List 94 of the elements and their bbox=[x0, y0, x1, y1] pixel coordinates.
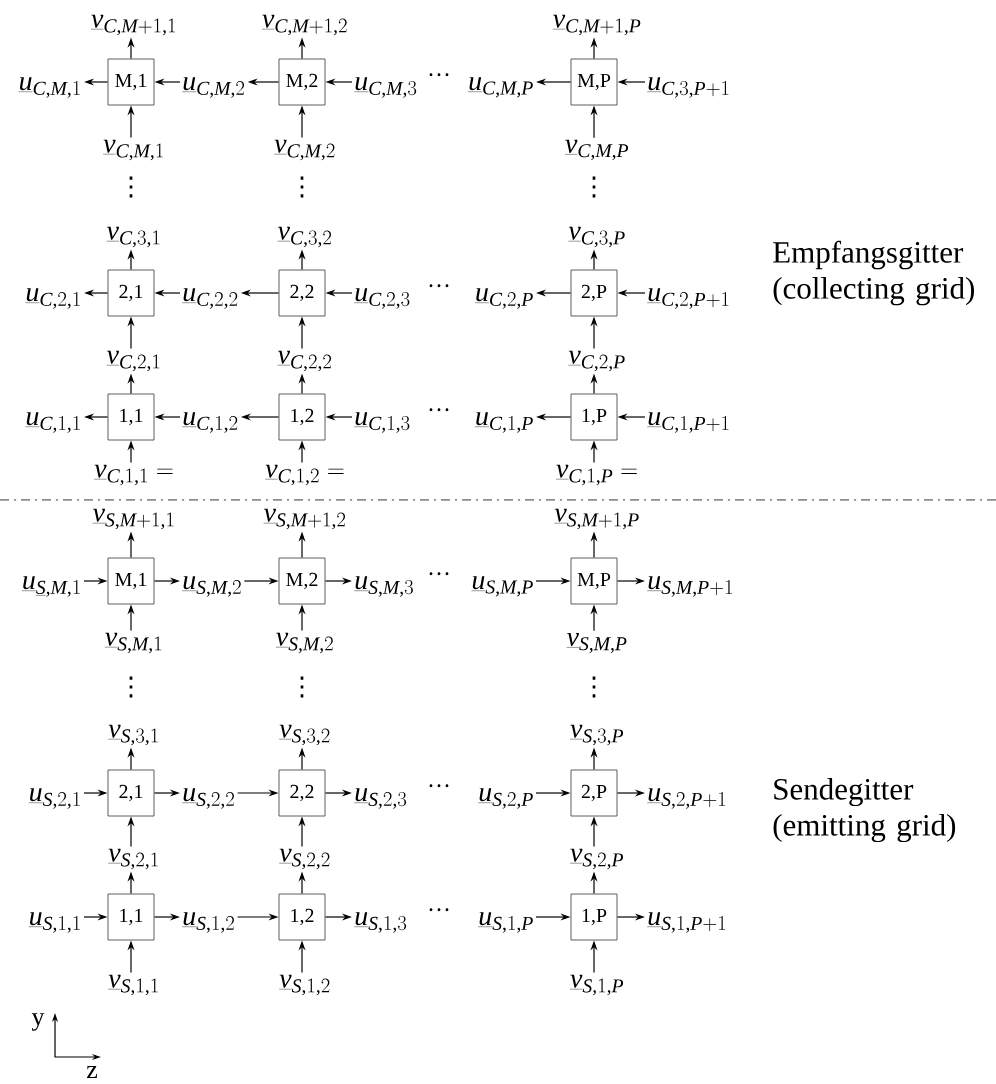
formula-label: $\underline{u}_{S,1,P+1}$ bbox=[647, 912, 726, 933]
formula-label: $\underline{v}_{C,3,P}$ bbox=[568, 226, 625, 248]
formula-label: $\underline{v}_{S,2,P}$ bbox=[570, 848, 623, 870]
grid-cell-box: M,P bbox=[570, 58, 618, 106]
ellipsis: ··· bbox=[429, 908, 449, 912]
formula-label: $\underline{u}_{S,2,P+1}$ bbox=[647, 788, 726, 809]
formula-label: $\underline{v}_{C,M,2}$ bbox=[274, 139, 335, 161]
formula-label: $\underline{v}_{S,M,P}$ bbox=[566, 632, 627, 654]
formula-label: $\underline{v}_{C,M+1,1}$ bbox=[90, 14, 175, 36]
formula-label: $\underline{u}_{C,2,2}$ bbox=[182, 288, 238, 309]
formula-label: $\underline{u}_{S,2,1}$ bbox=[28, 788, 80, 809]
grid-cell-box: 2,P bbox=[570, 769, 618, 817]
ellipsis: ··· bbox=[429, 408, 449, 412]
grid-cell-box: 1,2 bbox=[278, 393, 326, 441]
formula-label: $\underline{u}_{S,M,P+1}$ bbox=[647, 576, 732, 597]
formula-label: $\underline{v}_{C,M+1,2}$ bbox=[261, 14, 347, 36]
ellipsis: ⋮ bbox=[129, 176, 133, 198]
grid-cell-box: 1,P bbox=[570, 893, 618, 941]
formula-label: $\underline{u}_{S,2,2}$ bbox=[182, 788, 234, 809]
formula-label: $\underline{v}_{S,2,1}$ bbox=[108, 848, 158, 870]
grid-cell-box: M,1 bbox=[107, 557, 155, 605]
formula-label: $\underline{v}_{C,3,2}$ bbox=[277, 226, 332, 248]
grid-cell-box: 1,1 bbox=[107, 393, 155, 441]
grid-cell-box: M,2 bbox=[278, 557, 326, 605]
formula-label: $\underline{u}_{S,1,1}$ bbox=[28, 912, 80, 933]
formula-label: $\underline{v}_{S,M+1,P}$ bbox=[554, 508, 639, 530]
formula-label: $\underline{v}_{C,2,1}$ bbox=[106, 350, 160, 372]
formula-label: $\underline{u}_{S,2,3}$ bbox=[354, 788, 407, 809]
formula-label: $\underline{v}_{C,M,1}$ bbox=[103, 139, 163, 161]
formula-label: $\underline{v}_{C,M,P}$ bbox=[564, 139, 629, 161]
ellipsis: ⋮ bbox=[300, 176, 304, 198]
formula-label: $\underline{v}_{S,3,2}$ bbox=[279, 724, 330, 746]
axis-label: y bbox=[31, 1013, 45, 1031]
grid-cell-box: 2,1 bbox=[107, 769, 155, 817]
ellipsis: ··· bbox=[429, 73, 449, 77]
grid-cell-box: M,1 bbox=[107, 58, 155, 106]
formula-label: $\underline{u}_{C,2,1}$ bbox=[25, 288, 80, 309]
formula-label: $\underline{v}_{C,3,1}$ bbox=[106, 226, 160, 248]
formula-label: $\underline{v}_{S,3,P}$ bbox=[570, 724, 623, 746]
formula-label: $\underline{u}_{S,1,P}$ bbox=[478, 912, 533, 933]
grid-cell-box: 2,1 bbox=[107, 269, 155, 317]
axis-label: z bbox=[86, 1066, 98, 1078]
formula-label: $\underline{v}_{S,1,P}$ bbox=[570, 974, 623, 996]
formula-label: $\underline{u}_{C,1,1}$ bbox=[25, 412, 80, 433]
grid-cell-box: 1,P bbox=[570, 393, 618, 441]
formula-label: $\underline{u}_{C,1,P+1}$ bbox=[647, 412, 729, 433]
formula-label: $\underline{u}_{S,1,2}$ bbox=[182, 912, 234, 933]
ellipsis: ··· bbox=[429, 784, 449, 788]
formula-label: $\underline{v}_{C,M+1,P}$ bbox=[552, 14, 641, 36]
grid-cell-box: 2,2 bbox=[278, 769, 326, 817]
formula-label: $\underline{u}_{C,1,3}$ bbox=[354, 412, 410, 433]
formula-label: $\underline{v}_{S,M,2}$ bbox=[275, 632, 333, 654]
formula-label: $\underline{u}_{C,2,P+1}$ bbox=[647, 288, 729, 309]
ellipsis: ⋮ bbox=[592, 676, 596, 698]
grid-caption: Empfangsgitter (collecting grid) bbox=[773, 240, 974, 306]
formula-label: $\underline{u}_{C,M,P}$ bbox=[468, 77, 533, 98]
formula-label: $\underline{u}_{C,M,3}$ bbox=[354, 77, 417, 98]
formula-label: $\underline{v}_{S,1,2}$ bbox=[279, 974, 330, 996]
grid-cell-box: 2,2 bbox=[278, 269, 326, 317]
formula-label: $\underline{v}_{S,M,1}$ bbox=[104, 632, 162, 654]
grid-cell-box: M,2 bbox=[278, 58, 326, 106]
ellipsis: ⋮ bbox=[300, 676, 304, 698]
grid-cell-box: M,P bbox=[570, 557, 618, 605]
ellipsis: ··· bbox=[429, 572, 449, 576]
ellipsis: ⋮ bbox=[592, 176, 596, 198]
formula-label: $\underline{v}_{S,1,1}$ bbox=[108, 974, 158, 996]
formula-label: $\underline{u}_{C,2,P}$ bbox=[474, 288, 533, 309]
formula-label: $\underline{u}_{S,M,P}$ bbox=[471, 576, 533, 597]
formula-label: $\underline{u}_{C,1,2}$ bbox=[182, 412, 238, 433]
formula-label: $\underline{u}_{S,2,P}$ bbox=[478, 788, 533, 809]
formula-label: $\underline{v}_{C,2,P}$ bbox=[568, 350, 625, 372]
formula-label: $\underline{v}_{S,2,2}$ bbox=[279, 848, 330, 870]
formula-label: $\underline{u}_{\underline{S},M,1}$ bbox=[21, 576, 80, 597]
formula-label: $\underline{v}_{S,3,1}$ bbox=[108, 724, 158, 746]
grid-cell-box: 1,1 bbox=[107, 893, 155, 941]
grid-cell-box: 2,P bbox=[570, 269, 618, 317]
formula-label: $\underline{u}_{C,1,P}$ bbox=[474, 412, 533, 433]
formula-label: $\underline{v}_{C,1,P} =$ bbox=[555, 464, 637, 486]
formula-label: $\underline{v}_{C,1,1} =$ bbox=[94, 464, 173, 486]
formula-label: $\underline{u}_{S,M,2}$ bbox=[182, 576, 241, 597]
ellipsis: ⋮ bbox=[129, 676, 133, 698]
formula-label: $\underline{u}_{C,M,1}$ bbox=[18, 77, 80, 98]
formula-label: $\underline{u}_{S,1,3}$ bbox=[354, 912, 407, 933]
formula-label: $\underline{u}_{S,M,3}$ bbox=[354, 576, 413, 597]
ellipsis: ··· bbox=[429, 284, 449, 288]
grid-cell-box: 1,2 bbox=[278, 893, 326, 941]
formula-label: $\underline{u}_{C,2,3}$ bbox=[354, 288, 410, 309]
formula-label: $\underline{v}_{C,1,2} =$ bbox=[265, 464, 344, 486]
formula-label: $\underline{u}_{C,3,P+1}$ bbox=[647, 77, 729, 98]
formula-label: $\underline{u}_{C,M,2}$ bbox=[182, 77, 245, 98]
formula-label: $\underline{v}_{C,2,2}$ bbox=[277, 350, 332, 372]
grid-caption: Sendegitter (emitting grid) bbox=[773, 777, 956, 843]
formula-label: $\underline{v}_{S,M+1,1}$ bbox=[92, 508, 174, 530]
formula-label: $\underline{v}_{S,M+1,2}$ bbox=[263, 508, 346, 530]
